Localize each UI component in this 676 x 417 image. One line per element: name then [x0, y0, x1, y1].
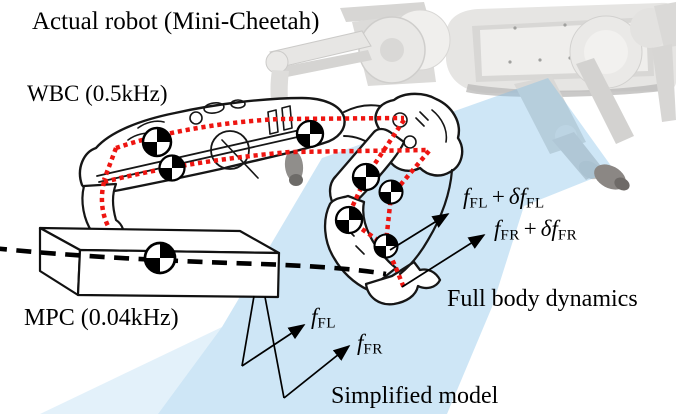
com-marker-front-shoulder [141, 126, 173, 158]
com-marker-rear-hip [351, 162, 381, 192]
com-marker-rear-knee [334, 205, 364, 235]
title-actual-robot: Actual robot (Mini-Cheetah) [32, 8, 320, 35]
stick-leg-right [264, 296, 285, 399]
force-arrow-fr-mpc [283, 344, 351, 399]
robot-photo-left-arm-lower [281, 50, 372, 77]
robot-photo-belly-shadow [466, 82, 670, 98]
force-arrow-fr-wbc [401, 234, 486, 288]
force-label-fl-corrected: fFL+δfFL [463, 184, 545, 212]
sketch-hip-detail-3 [415, 109, 448, 143]
force-fr-symbol: f [494, 216, 501, 241]
sketch-spine-bar [96, 129, 303, 183]
skeleton-rear-thigh-link [345, 118, 406, 217]
robot-photo-far-front-leg [576, 58, 634, 144]
robot-photo-rear-limb [654, 2, 676, 48]
plus-operator: + [523, 216, 537, 241]
force-label-fl-mpc: fFL [311, 304, 336, 332]
force-fl-mpc-symbol: f [311, 304, 318, 329]
simplified-model-label: Simplified model [331, 383, 499, 409]
force-fr-subscript: FR [500, 226, 520, 244]
full-body-dynamics-label: Full body dynamics [447, 286, 638, 312]
com-marker-rear-shank [373, 233, 399, 259]
robot-photo [265, 2, 676, 186]
skeleton-top-link [115, 115, 405, 151]
front-foot-tip [614, 177, 630, 191]
projection-beam-ground [40, 327, 222, 414]
mpc-label: MPC (0.04kHz) [24, 305, 179, 331]
box-front-face [76, 248, 281, 299]
sketch-detail-circle [189, 111, 203, 125]
force-label-fr-mpc: fFR [357, 330, 383, 358]
com-marker-body [295, 119, 325, 149]
com-marker-rear-thigh [378, 179, 404, 205]
force-fl-mpc-subscript: FL [317, 314, 336, 332]
com-marker-front-thigh [158, 154, 186, 182]
force-arrow-fl-mpc [241, 324, 306, 367]
force-fr-mpc-subscript: FR [363, 340, 383, 358]
skeleton-mid-link [103, 147, 430, 185]
force-annotations [241, 213, 486, 399]
stick-leg-left [241, 295, 255, 367]
force-label-fr-corrected: fFR+δfFR [494, 216, 578, 244]
skeleton-front-shoulder-link [101, 147, 119, 181]
simplified-model-box [38, 226, 281, 299]
com-trajectory-dashed-line [0, 246, 387, 277]
wbc-label: WBC (0.5kHz) [27, 81, 168, 106]
force-fl-symbol: f [463, 184, 470, 209]
force-fl-delta-symbol: δf [508, 184, 526, 209]
sketch-detail-slots [267, 105, 293, 135]
sketch-rear-outer-contour [398, 168, 454, 276]
force-fr-mpc-symbol: f [357, 330, 364, 355]
force-arrow-fl-wbc [389, 213, 450, 251]
robot-photo-rear-leg [652, 44, 676, 122]
plus-operator: + [491, 184, 505, 209]
sketch-detail-ellipse-1 [203, 102, 225, 114]
sketch-detail-ellipse-2 [230, 99, 246, 109]
robot-photo-front-hip-hub [380, 38, 404, 62]
robot-photo-left-foot [284, 150, 304, 182]
force-fr-delta-subscript: FR [557, 226, 578, 244]
robot-photo-front-foot [594, 164, 630, 191]
force-fl-delta-subscript: FL [525, 194, 545, 212]
robot-photo-left-foot-tip [289, 174, 303, 186]
robot-photo-left-elbow [265, 50, 289, 74]
sketch-hip-joint-circle [210, 130, 250, 170]
force-fr-delta-symbol: δf [540, 216, 558, 241]
com-marker-box [143, 241, 177, 275]
force-fl-subscript: FL [469, 194, 488, 212]
